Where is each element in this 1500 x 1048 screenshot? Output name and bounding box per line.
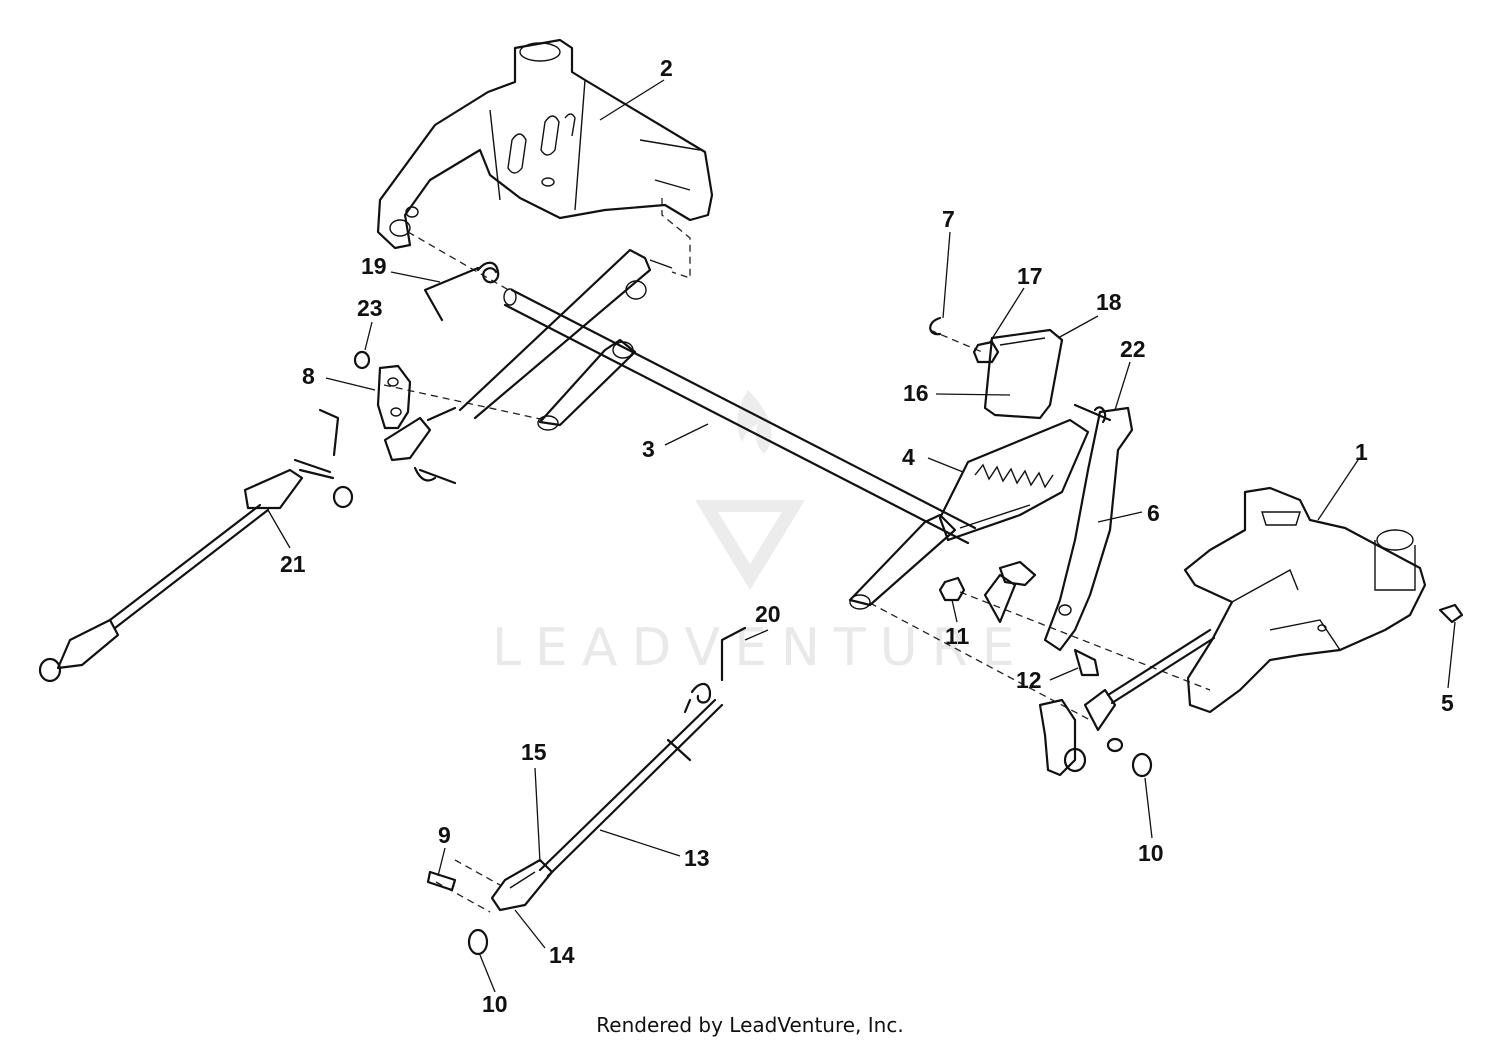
part-7-clip — [929, 316, 942, 336]
leader-lines — [267, 79, 1456, 993]
callout-3: 3 — [642, 436, 655, 462]
callout-20: 20 — [755, 601, 781, 627]
callout-21: 21 — [280, 551, 306, 577]
part-11-nut — [938, 576, 966, 602]
callout-9: 9 — [438, 822, 451, 848]
callout-8: 8 — [302, 363, 315, 389]
part-3-cross-shaft — [503, 288, 1037, 610]
part-8-plate — [376, 364, 457, 485]
callout-23: 23 — [357, 295, 383, 321]
callout-7: 7 — [942, 206, 955, 232]
upper-lift-link — [458, 248, 673, 420]
callout-17: 17 — [1017, 263, 1043, 289]
callout-6: 6 — [1147, 500, 1160, 526]
part-21-link-rod — [38, 408, 354, 683]
callout-12: 12 — [1016, 667, 1042, 693]
part-1-right-bracket — [1183, 486, 1427, 714]
part-2-left-bracket — [376, 38, 714, 250]
assembly-lines — [383, 198, 1211, 913]
part-19-spring — [423, 261, 500, 322]
watermark-text: LEADVENTURE — [492, 618, 1029, 678]
part-4-ratchet-plate — [938, 418, 1090, 542]
part-16-pad — [983, 328, 1064, 420]
part-12-bolt — [983, 573, 1100, 677]
callout-18: 18 — [1096, 289, 1122, 315]
callout-13: 13 — [684, 845, 710, 871]
callout-5: 5 — [1441, 690, 1454, 716]
part-10-ring-right — [1131, 752, 1153, 778]
part-10-ring-left — [467, 928, 489, 956]
part-17-nut — [972, 340, 1000, 364]
part-5-fitting — [1438, 603, 1464, 624]
part-6-pedal-arm — [1043, 403, 1134, 652]
watermark-logo — [695, 390, 805, 590]
callout-2: 2 — [660, 55, 673, 81]
footer-credit: Rendered by LeadVenture, Inc. — [596, 1013, 904, 1037]
callout-19: 19 — [361, 253, 387, 279]
part-13-rod — [538, 698, 724, 878]
callout-1: 1 — [1355, 439, 1368, 465]
callout-4: 4 — [902, 444, 915, 470]
callout-10-right: 10 — [1138, 840, 1164, 866]
part-20-spring — [683, 626, 747, 714]
right-lower-link — [1038, 628, 1216, 777]
callout-15: 15 — [521, 739, 547, 765]
callout-22: 22 — [1120, 336, 1146, 362]
part-9-pin — [426, 870, 457, 892]
callout-14: 14 — [549, 942, 575, 968]
callout-11: 11 — [945, 623, 970, 649]
part-23-washer — [353, 350, 371, 370]
callout-10-left: 10 — [482, 991, 508, 1017]
callout-16: 16 — [903, 380, 929, 406]
